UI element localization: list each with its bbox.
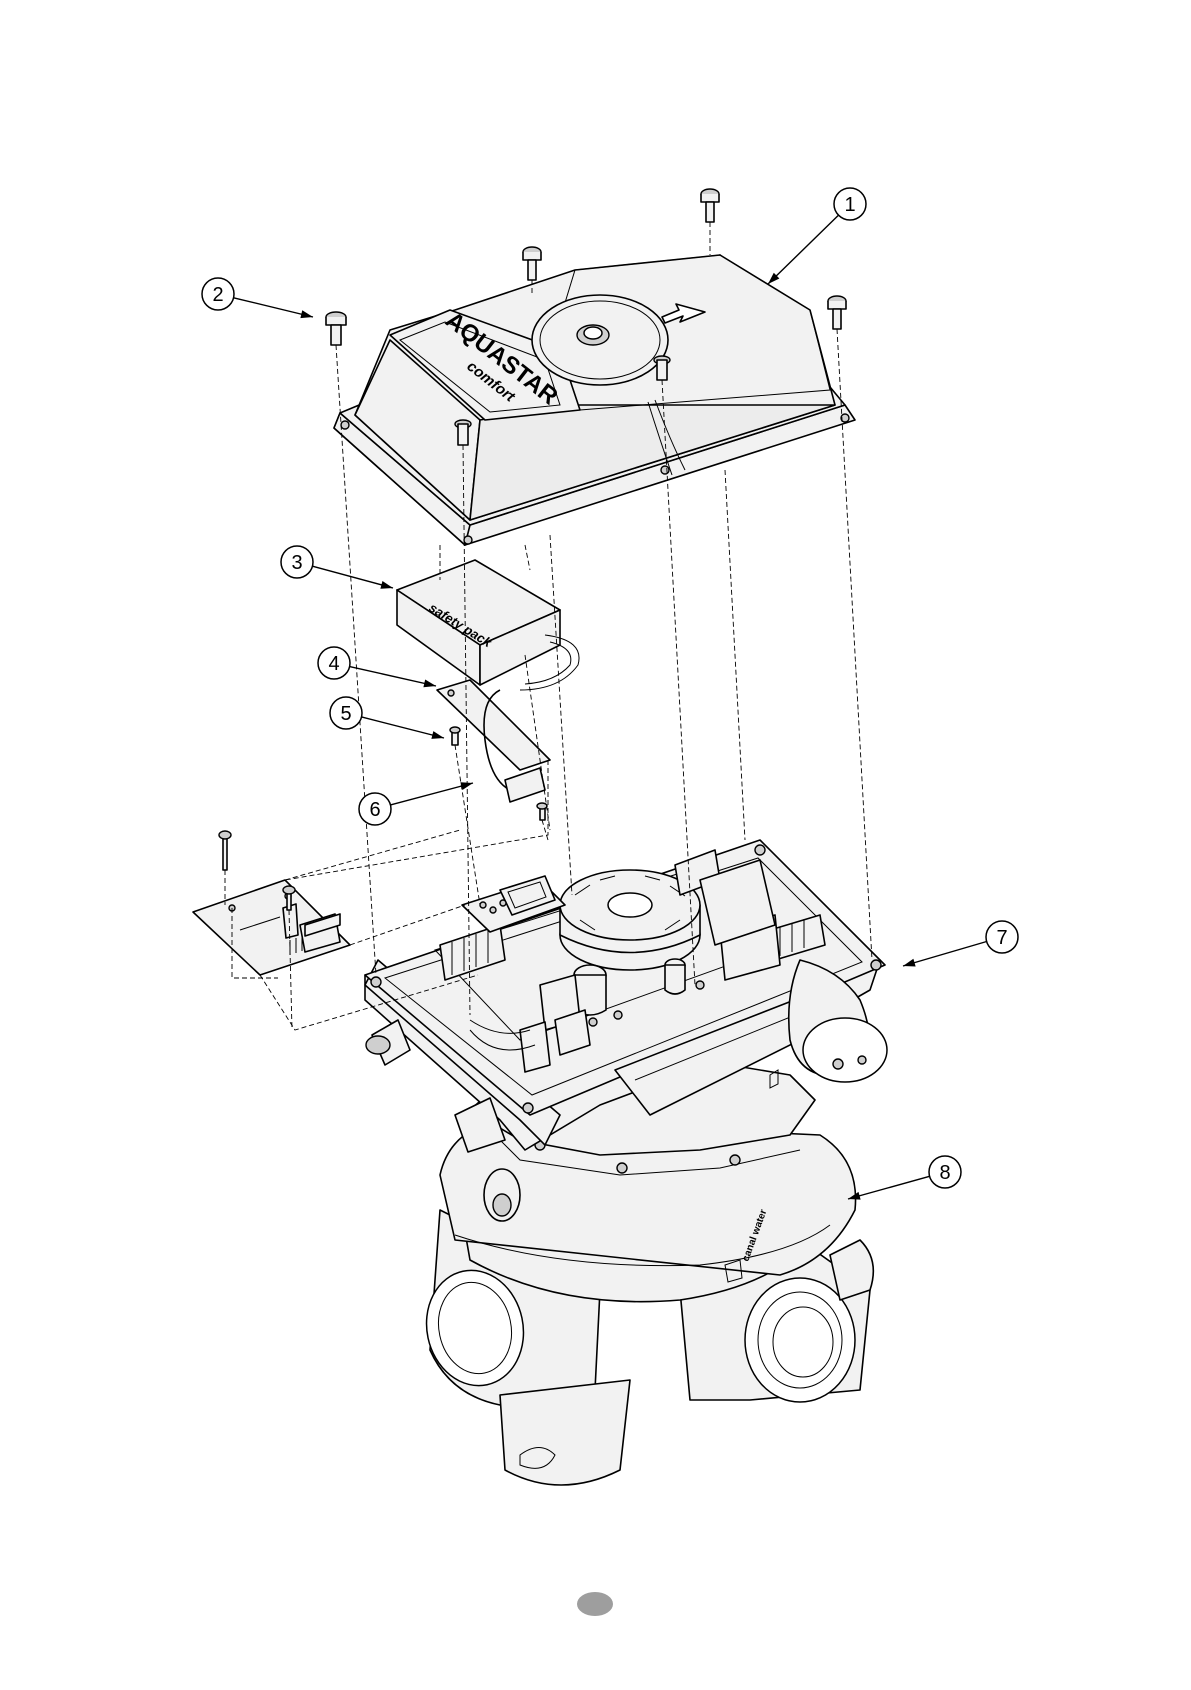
- cover-screw: [523, 247, 541, 280]
- aquastar-cover: AQUASTAR comfort: [334, 255, 855, 545]
- cover-screw: [326, 312, 346, 345]
- callout-6: 6: [359, 782, 473, 825]
- callout-1: 1: [768, 188, 866, 284]
- callout-leader-line: [848, 1176, 930, 1199]
- callout-leader-line: [903, 941, 987, 966]
- callout-number: 5: [340, 703, 351, 725]
- cover-screw: [455, 420, 471, 445]
- callout-leader-line: [390, 783, 473, 805]
- callout-arrowhead: [431, 731, 444, 739]
- callout-arrowhead: [380, 581, 393, 589]
- callout-number: 4: [328, 653, 339, 675]
- callout-arrowhead: [300, 310, 313, 318]
- callout-arrowhead: [903, 959, 916, 967]
- callout-number: 8: [939, 1162, 950, 1184]
- safety-pack-module: safety pack: [397, 560, 579, 690]
- callout-number: 2: [212, 284, 223, 306]
- callout-number: 6: [369, 799, 380, 821]
- callout-4: 4: [318, 647, 436, 687]
- callout-leader-line: [768, 215, 839, 284]
- callout-5: 5: [330, 697, 444, 739]
- callout-7: 7: [903, 921, 1018, 966]
- callout-number: 1: [844, 194, 855, 216]
- callout-leader-line: [350, 667, 436, 686]
- callout-number: 3: [291, 552, 302, 574]
- callout-3: 3: [281, 546, 393, 589]
- callout-8: 8: [848, 1156, 961, 1200]
- cover-screw: [828, 296, 846, 329]
- page-number-marker: [577, 1592, 613, 1616]
- callout-leader-line: [234, 298, 313, 317]
- callout-arrowhead: [423, 679, 436, 687]
- cover-screw: [701, 189, 719, 222]
- callout-number: 7: [996, 927, 1007, 949]
- callout-leader-line: [312, 566, 393, 588]
- callout-leader-line: [362, 717, 444, 738]
- relay-board: [193, 831, 350, 975]
- cover-screw: [654, 356, 670, 380]
- callout-2: 2: [202, 278, 313, 318]
- callout-arrowhead: [460, 782, 473, 790]
